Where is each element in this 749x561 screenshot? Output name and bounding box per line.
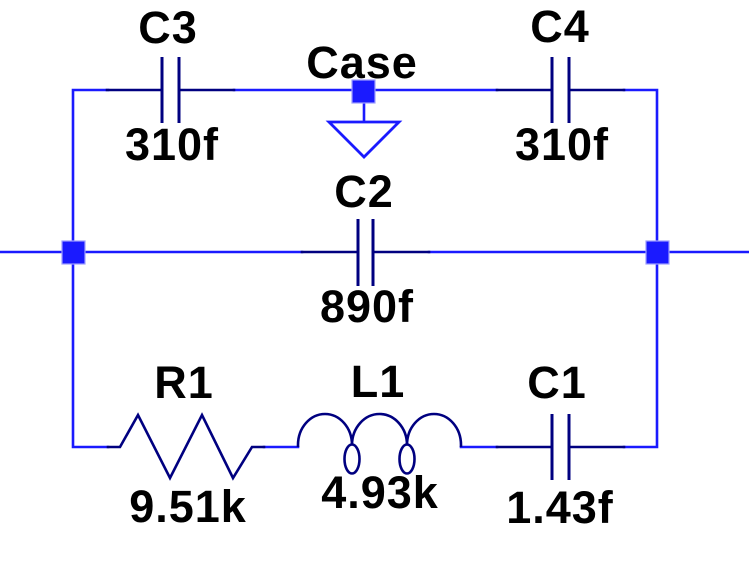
capacitor-c4-symbol xyxy=(495,57,626,123)
capacitor-c3-plates xyxy=(160,57,181,123)
ground-icon xyxy=(325,100,403,159)
inductor-l1-loop-2 xyxy=(398,443,416,475)
capacitor-c1-plates xyxy=(550,414,571,480)
capacitor-c2-plates xyxy=(356,219,375,286)
component-ref-l1: L1 xyxy=(350,356,406,407)
ground-triangle xyxy=(325,120,403,159)
component-value-c3: 310f xyxy=(124,119,220,170)
component-value-c4: 310f xyxy=(514,119,610,170)
inductor-l1-humps xyxy=(296,412,463,447)
inductor-l1-loop-1 xyxy=(343,443,361,475)
capacitor-c2-symbol xyxy=(300,219,431,286)
wire-left-loop xyxy=(71,88,110,449)
resistor-r1-symbol xyxy=(106,412,266,481)
capacitor-c3-symbol xyxy=(105,57,236,123)
junction-node-left xyxy=(61,240,86,265)
component-value-c1: 1.43f xyxy=(506,482,614,533)
component-value-l1: 4.93k xyxy=(321,467,439,518)
capacitor-c4-plates xyxy=(550,57,571,123)
component-ref-c3: C3 xyxy=(138,2,198,53)
junction-node-right xyxy=(645,240,670,265)
component-ref-c4: C4 xyxy=(530,1,590,52)
capacitor-c1-symbol xyxy=(495,414,626,480)
case-net-label: Case xyxy=(306,37,418,88)
component-ref-r1: R1 xyxy=(154,357,214,408)
component-value-r1: 9.51k xyxy=(129,481,247,532)
case-node-square xyxy=(351,79,376,104)
component-value-c2: 890f xyxy=(319,281,415,332)
inductor-l1-symbol xyxy=(296,412,463,475)
component-ref-c1: C1 xyxy=(527,357,587,408)
wire-right-loop xyxy=(622,88,659,449)
component-ref-c2: C2 xyxy=(334,166,394,217)
